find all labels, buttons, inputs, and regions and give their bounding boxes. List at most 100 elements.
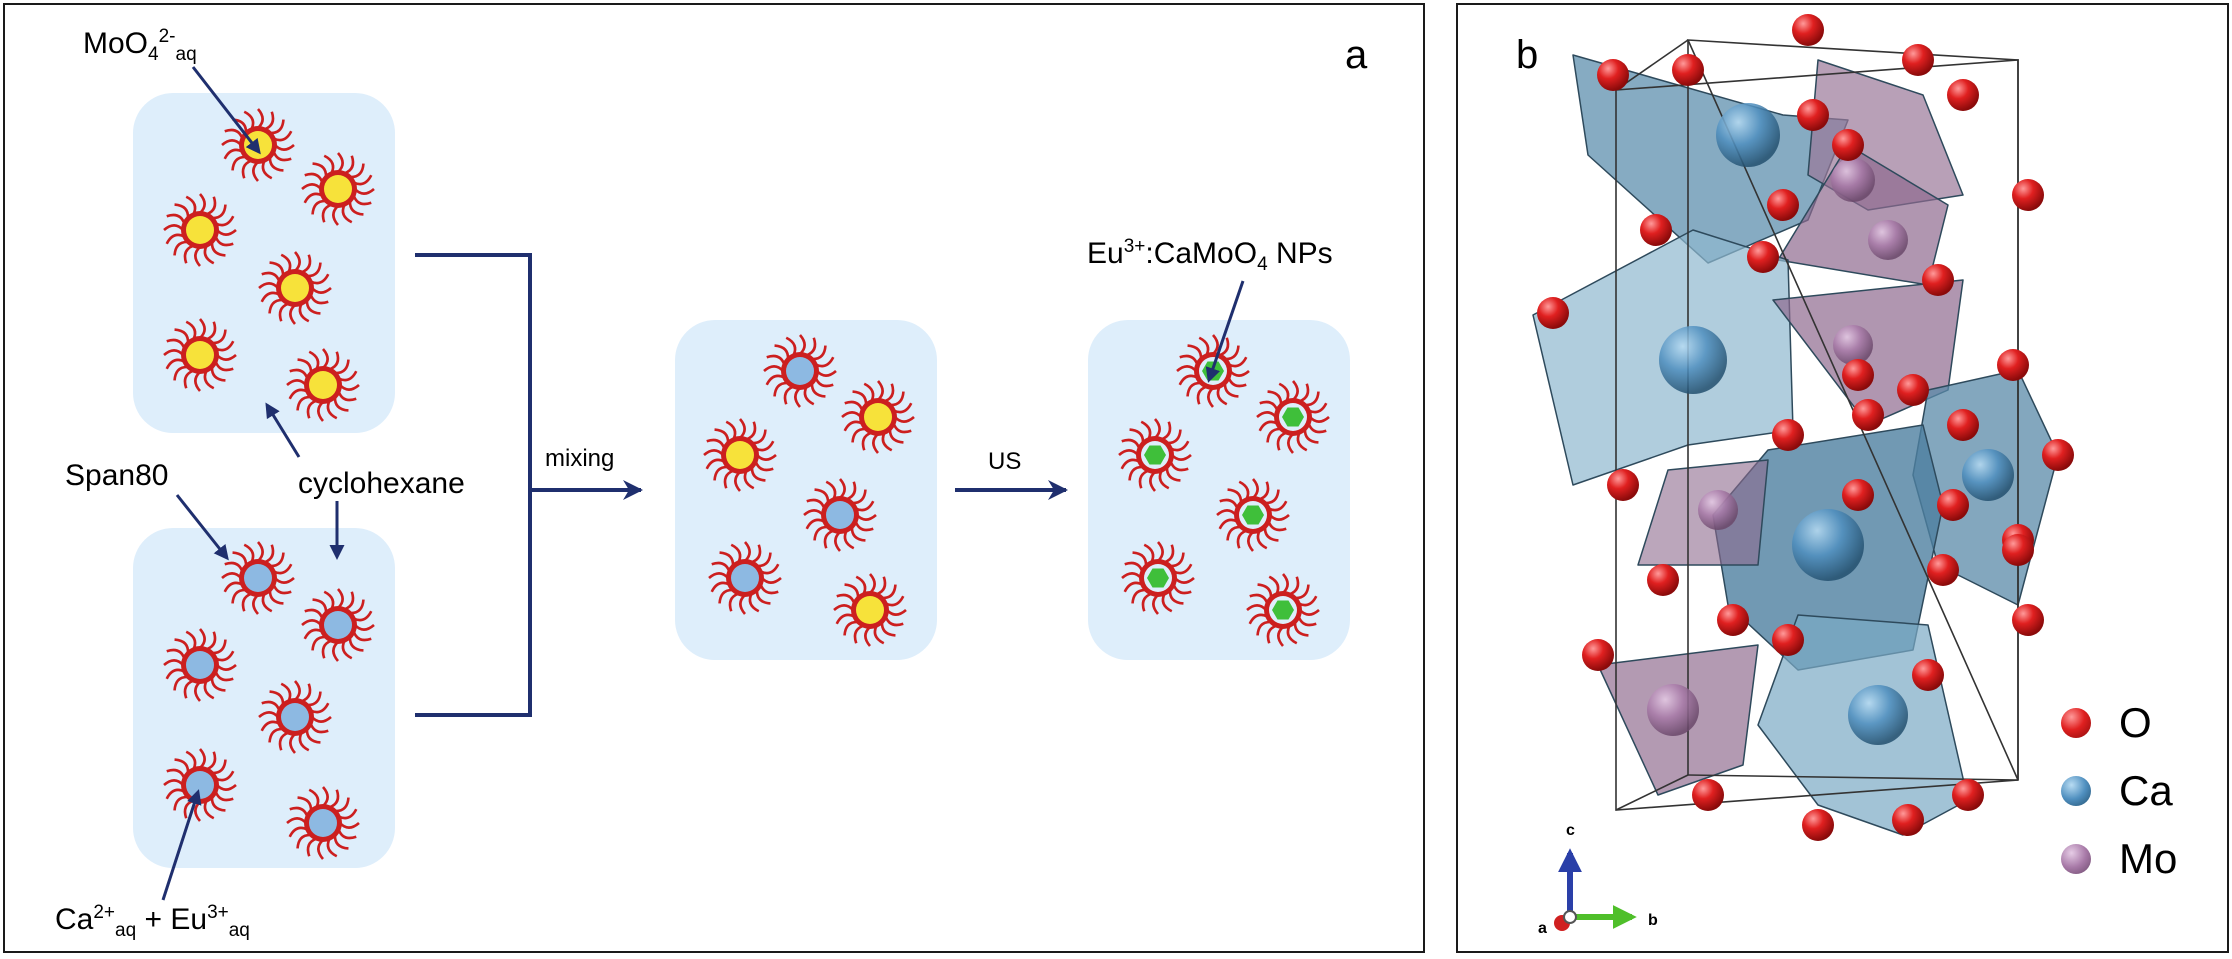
oxygen-atom — [1647, 564, 1679, 596]
oxygen-atom — [1912, 659, 1944, 691]
oxygen-atom — [1692, 779, 1724, 811]
legend-item-mo: Mo — [2061, 838, 2177, 880]
panel-letter-a: a — [1345, 33, 1368, 77]
label-mixing: mixing — [545, 445, 615, 472]
molybdenum-atom — [1833, 325, 1873, 365]
legend-item-ca: Ca — [2061, 770, 2173, 812]
label-eu-sup: 3+ — [207, 902, 229, 923]
molybdenum-atom — [1647, 684, 1699, 736]
oxygen-atom — [1802, 809, 1834, 841]
label-np-mid: :CaMoO — [1145, 237, 1258, 270]
reverse-micelle — [1216, 478, 1290, 552]
label-ca-sub: aq — [115, 920, 137, 941]
oxygen-atom — [1797, 99, 1829, 131]
reverse-micelle — [301, 152, 375, 226]
calcium-atom — [1792, 509, 1864, 581]
oxygen-atom — [1597, 59, 1629, 91]
calcium-atom — [1848, 685, 1908, 745]
reverse-micelle — [833, 573, 907, 647]
label-moo4-aq: MoO42-aq — [83, 27, 197, 64]
oxygen-atom — [1717, 604, 1749, 636]
micelle-group — [163, 108, 1330, 860]
oxygen-atom — [2042, 439, 2074, 471]
reverse-micelle — [703, 418, 777, 492]
molybdenum-atom — [1698, 490, 1738, 530]
oxygen-atom — [1842, 479, 1874, 511]
pointer-cyclohexane-up — [265, 402, 301, 458]
oxygen-atom — [1902, 44, 1934, 76]
label-moo4-sub1: 4 — [148, 44, 159, 65]
label-ca-main: Ca — [55, 903, 94, 936]
reverse-micelle — [258, 251, 332, 325]
label-us: US — [988, 448, 1022, 475]
oxygen-atom — [1607, 469, 1639, 501]
oxygen-atom — [2002, 534, 2034, 566]
panel-letter-b: b — [1516, 33, 1539, 77]
axis-origin — [1563, 910, 1577, 924]
label-np-sub: 4 — [1257, 254, 1268, 275]
axis-c-label: c — [1566, 822, 1575, 839]
scheme-graphics — [133, 66, 1350, 901]
legend-label-mo: Mo — [2119, 835, 2178, 882]
merge-bracket — [415, 253, 532, 717]
oxygen-atom — [1672, 54, 1704, 86]
reverse-micelle — [221, 108, 295, 182]
axis-b-label: b — [1648, 912, 1658, 929]
reverse-micelle — [163, 628, 237, 702]
axis-triad — [1554, 848, 1637, 931]
panel-b-crystal-structure: b c b a O Ca Mo — [1456, 3, 2229, 953]
oxygen-atom — [1747, 241, 1779, 273]
reverse-micelle — [803, 478, 877, 552]
reverse-micelle — [221, 541, 295, 615]
calcium-atom — [1659, 326, 1727, 394]
oxygen-atom — [1927, 554, 1959, 586]
oxygen-atom — [1897, 374, 1929, 406]
label-eu-camoo4-nps: Eu3+:CaMoO4 NPs — [1087, 237, 1333, 274]
oxygen-atom — [1947, 79, 1979, 111]
oxygen-atom — [1640, 214, 1672, 246]
legend-label-o: O — [2119, 699, 2152, 746]
panel-a-synthesis-scheme: a MoO42-aq Span80 cyclohexane Ca2+aq + E… — [3, 3, 1425, 953]
reverse-micelle — [1118, 418, 1192, 492]
oxygen-atom — [1852, 399, 1884, 431]
label-span80: Span80 — [65, 459, 169, 492]
label-np-main: Eu — [1087, 237, 1124, 270]
legend-label-ca: Ca — [2119, 767, 2173, 814]
oxygen-atom — [1892, 804, 1924, 836]
legend-swatch-o — [2061, 708, 2091, 738]
oxygen-atom — [1772, 624, 1804, 656]
oxygen-atom — [1582, 639, 1614, 671]
reverse-micelle — [163, 193, 237, 267]
reverse-micelle — [163, 748, 237, 822]
label-eu-sub: aq — [228, 920, 250, 941]
label-moo4-main: MoO — [83, 27, 149, 60]
reverse-micelle — [286, 348, 360, 422]
pointer-ca-eu — [161, 789, 202, 901]
crystal-structure-graphic — [1532, 14, 2074, 931]
atom-group — [1537, 14, 2074, 841]
reverse-micelle — [286, 786, 360, 860]
oxygen-atom — [1767, 189, 1799, 221]
reverse-micelle — [258, 680, 332, 754]
oxygen-atom — [1772, 419, 1804, 451]
reverse-micelle — [1246, 573, 1320, 647]
label-np-end: NPs — [1267, 237, 1333, 270]
reverse-micelle — [1121, 541, 1195, 615]
oxygen-atom — [2012, 179, 2044, 211]
label-np-sup: 3+ — [1123, 236, 1146, 257]
legend-swatch-ca — [2061, 776, 2091, 806]
molybdenum-atom — [1868, 220, 1908, 260]
pointer-moo4 — [191, 66, 261, 155]
reverse-micelle — [841, 380, 915, 454]
axis-a-label: a — [1538, 920, 1547, 937]
oxygen-atom — [1997, 349, 2029, 381]
oxygen-atom — [1842, 359, 1874, 391]
oxygen-atom — [1947, 409, 1979, 441]
oxygen-atom — [2012, 604, 2044, 636]
reverse-micelle — [708, 541, 782, 615]
oxygen-atom — [1952, 779, 1984, 811]
reverse-micelle — [301, 588, 375, 662]
oxygen-atom — [1922, 264, 1954, 296]
label-ca-sup: 2+ — [93, 902, 116, 923]
label-plus-eu: + Eu — [136, 903, 208, 936]
